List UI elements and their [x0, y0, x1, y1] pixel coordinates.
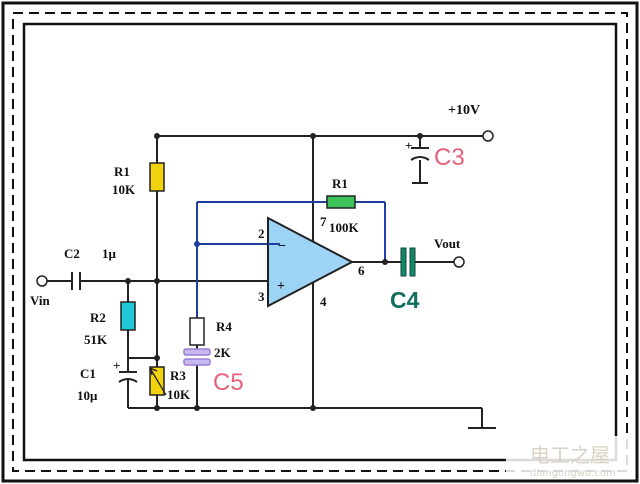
c5-label: C5 [213, 369, 244, 396]
c1-name: C1 [80, 366, 96, 381]
pin-6-label: 6 [358, 263, 365, 278]
vout-terminal [453, 256, 465, 268]
r3-name: R3 [170, 368, 186, 383]
resistor-r3: R3 10K [149, 366, 191, 402]
opamp-minus-sign: − [278, 239, 286, 254]
watermark-title: 电工之屋 [530, 443, 610, 467]
c3-label: C3 [434, 144, 465, 171]
resistor-r1-feedback: R1 100K [326, 176, 360, 235]
vin-label: Vin [30, 293, 51, 308]
capacitor-c5: C5 [183, 348, 244, 396]
r2-name: R2 [90, 310, 106, 325]
pin-3-label: 3 [258, 289, 265, 304]
pin-4-label: 4 [320, 294, 327, 309]
vout-label: Vout [434, 236, 461, 251]
capacitor-c2: C2 1μ [64, 246, 117, 290]
r1-feedback-value: 100K [329, 220, 360, 235]
opamp-plus-sign: + [277, 279, 285, 294]
svg-text:+: + [405, 138, 412, 153]
r2-value: 51K [84, 332, 108, 347]
feedback-wires [196, 201, 386, 318]
supply-label: +10V [448, 103, 480, 118]
terminals [36, 130, 494, 287]
r3-value: 10K [167, 387, 191, 402]
vin-terminal [36, 275, 48, 287]
r4-name: R4 [216, 319, 232, 334]
circuit-wires [47, 135, 496, 429]
opamp: − + 2 3 4 6 7 [258, 214, 365, 309]
c1-value: 10μ [77, 388, 98, 403]
capacitor-c3: + C3 [405, 138, 465, 171]
c4-label: C4 [390, 287, 420, 313]
supply-terminal [482, 130, 494, 142]
pin-2-label: 2 [258, 226, 265, 241]
r1-feedback-name: R1 [332, 176, 348, 191]
opamp-body [267, 216, 355, 308]
c2-value: 1μ [102, 246, 117, 261]
capacitor-c1: + C1 10μ [77, 358, 138, 403]
resistor-r4: R4 2K [189, 317, 232, 360]
c2-name: C2 [64, 246, 80, 261]
r1-top-name: R1 [114, 164, 130, 179]
resistor-r2: R2 51K [84, 301, 136, 347]
pin-7-label: 7 [320, 214, 327, 229]
r1-top-value: 10K [112, 182, 136, 197]
resistor-r1-top: R1 10K [112, 162, 165, 197]
capacitor-c4: C4 [390, 247, 420, 313]
r4-value: 2K [214, 345, 232, 360]
svg-text:+: + [113, 358, 120, 373]
watermark-url: diangongwu.com [530, 468, 616, 479]
junction-dots [125, 133, 423, 411]
watermark: 电工之屋 diangongwu.com [506, 436, 630, 479]
